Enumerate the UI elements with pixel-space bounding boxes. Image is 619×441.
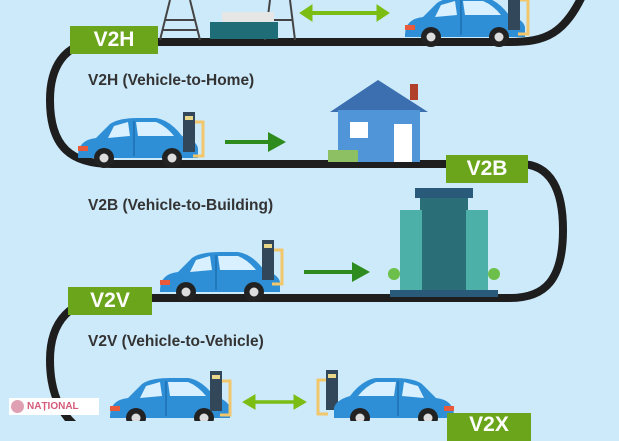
arrow-right-icon xyxy=(225,132,286,152)
car-icon xyxy=(333,377,455,421)
watermark-logo: NAȚIONAL xyxy=(9,398,99,415)
arrow-right-icon xyxy=(304,262,370,282)
v2v-label: V2V xyxy=(68,287,152,315)
v2b-label: V2B xyxy=(446,155,528,183)
house-icon xyxy=(328,80,428,162)
infographic-canvas xyxy=(45,0,585,421)
logo-icon xyxy=(11,400,24,413)
charger-icon xyxy=(260,238,284,286)
building-icon xyxy=(388,188,500,297)
v2h-label: V2H xyxy=(70,26,158,54)
v2b-caption: V2B (Vehicle-to-Building) xyxy=(88,197,274,214)
v2h-caption: V2H (Vehicle-to-Home) xyxy=(88,72,255,89)
charger-icon xyxy=(181,110,205,158)
bidirectional-arrow-icon xyxy=(242,394,307,410)
v2x-label: V2X xyxy=(447,413,531,441)
v2v-caption: V2V (Vehicle-to-Vehicle) xyxy=(88,333,264,350)
substation-icon xyxy=(210,12,278,39)
watermark-text: NAȚIONAL xyxy=(27,401,79,412)
bidirectional-arrow-icon xyxy=(299,4,390,22)
